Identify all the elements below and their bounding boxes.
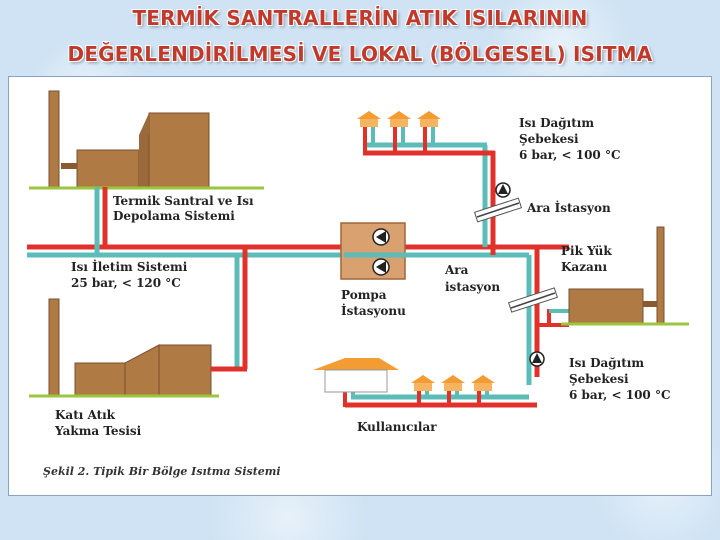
transmission-pipes: [27, 187, 569, 372]
slide-title-line-1: TERMİK SANTRALLERİN ATIK ISILARININ: [132, 6, 588, 30]
figure-caption: Şekil 2. Tipik Bir Bölge Isıtma Sistemi: [43, 465, 281, 478]
label-incinerator-line2: Yakma Tesisi: [54, 424, 142, 438]
house-icon-bottom-3: [471, 375, 495, 391]
pump-station: [340, 222, 529, 280]
house-icon-bottom-2: [441, 375, 465, 391]
label-peak-boiler-line2: Kazanı: [561, 260, 608, 274]
pump-icon-top-network: [495, 182, 511, 198]
label-bottom-network-line3: 6 bar, < 100 °C: [569, 388, 671, 402]
waste-incinerator: [48, 298, 212, 396]
heat-exchanger-right: [507, 287, 559, 313]
house-icon-top-1: [357, 111, 381, 127]
house-icon-bottom-1: [411, 375, 435, 391]
label-top-network-line2: Şebekesi: [519, 132, 579, 146]
label-top-substation: Ara İstasyon: [526, 200, 611, 215]
district-heating-diagram: Termik Santral ve Isı Depolama Sistemi I…: [27, 90, 689, 478]
label-thermal-plant-line1: Termik Santral ve Isı: [113, 194, 254, 208]
slide-title-line-2: DEĞERLENDİRİLMESİ VE LOKAL (BÖLGESEL) IS…: [67, 42, 653, 66]
house-icon-top-2: [387, 111, 411, 127]
peak-load-boiler: [568, 226, 665, 324]
label-pump-station-line2: İstasyonu: [341, 303, 406, 318]
label-center-substation-line2: istasyon: [445, 280, 500, 294]
label-peak-boiler-line1: Pik Yük: [561, 244, 612, 258]
top-distribution-pipes: [363, 125, 496, 255]
label-pump-station-line1: Pompa: [341, 288, 387, 302]
label-top-network-line3: 6 bar, < 100 °C: [519, 148, 621, 162]
label-transmission-line2: 25 bar, < 120 °C: [71, 276, 181, 290]
label-top-network-line1: Isı Dağıtım: [519, 116, 594, 130]
label-bottom-network-line1: Isı Dağıtım: [569, 356, 644, 370]
house-icon-top-3: [417, 111, 441, 127]
label-transmission-line1: Isı İletim Sistemi: [71, 259, 188, 274]
district-heating-figure: Termik Santral ve Isı Depolama Sistemi I…: [8, 76, 712, 496]
pump-icon-bottom-network: [529, 351, 545, 367]
label-center-substation-line1: Ara: [444, 263, 469, 277]
bottom-distribution-pipes: [343, 389, 537, 408]
large-consumer-building: [313, 358, 399, 393]
label-bottom-network-line2: Şebekesi: [569, 372, 629, 386]
pump-icon-lower: [372, 258, 390, 276]
label-thermal-plant-line2: Depolama Sistemi: [113, 209, 235, 223]
pump-icon-upper: [372, 228, 390, 246]
heat-exchanger-top: [473, 197, 523, 223]
label-consumers: Kullanıcılar: [357, 420, 437, 434]
thermal-power-plant: [48, 90, 210, 188]
label-incinerator-line1: Katı Atık: [55, 408, 116, 422]
